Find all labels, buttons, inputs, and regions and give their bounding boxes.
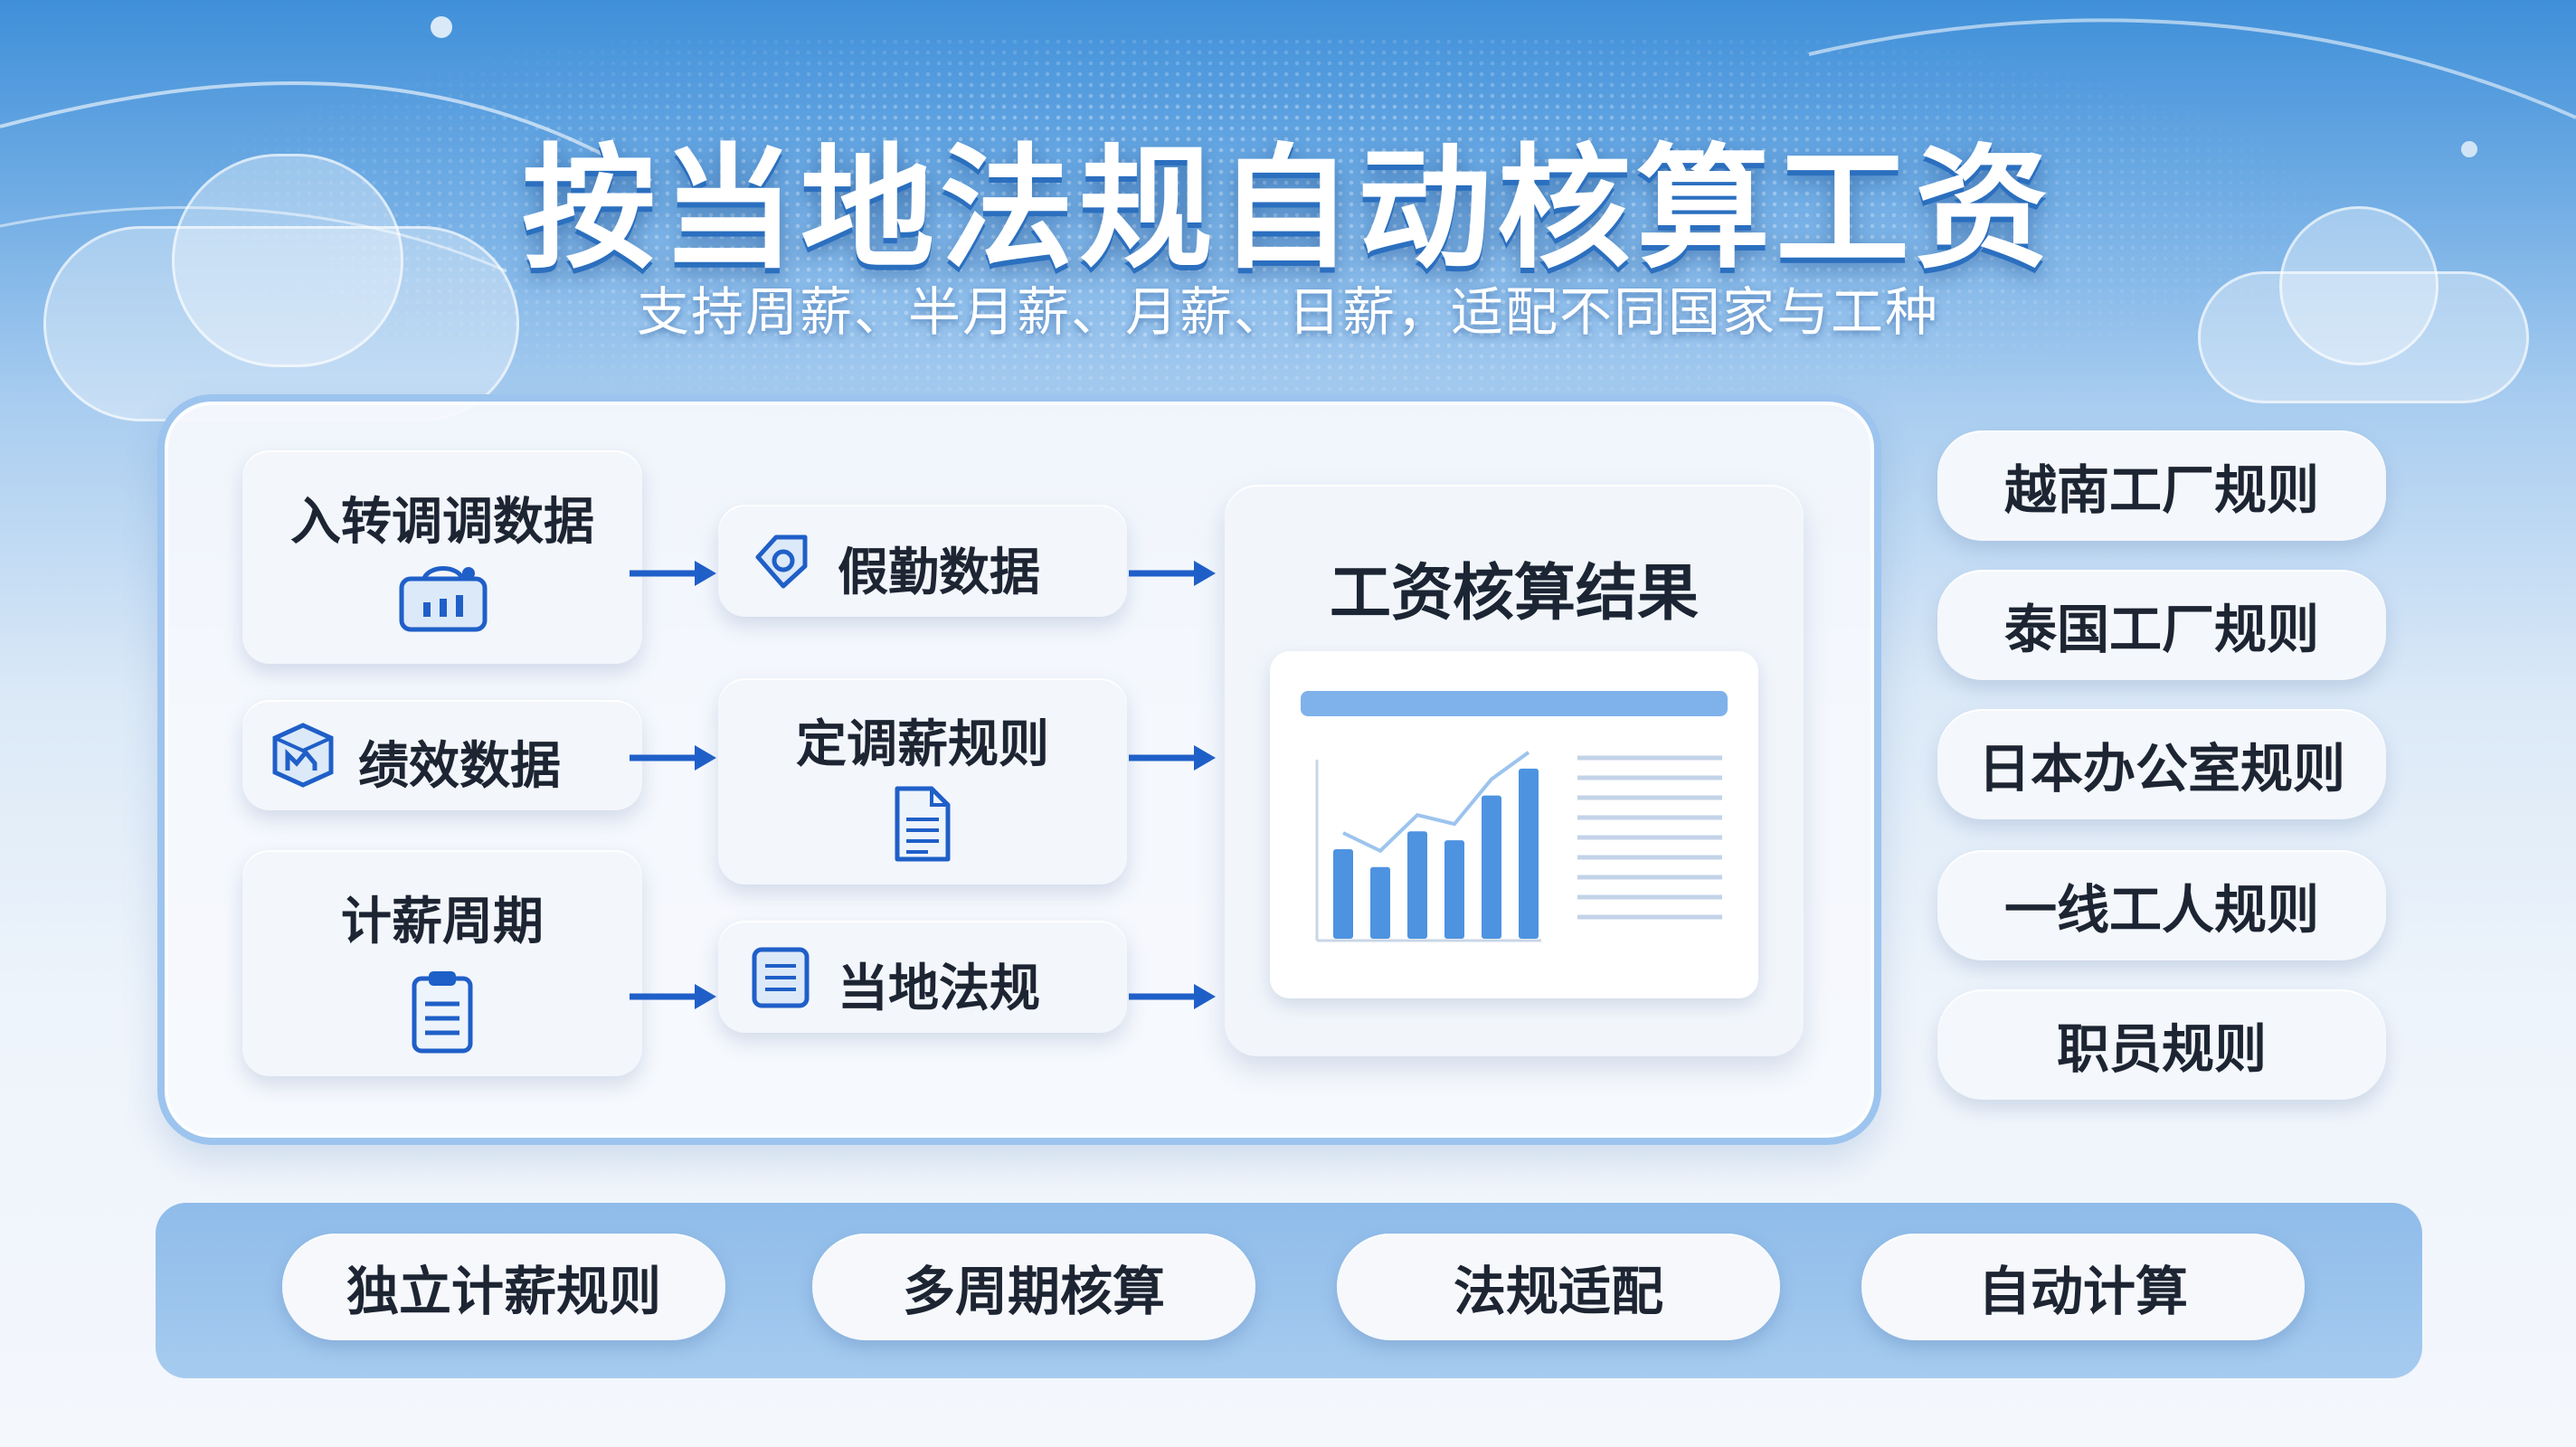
box-chart-icon xyxy=(272,723,334,788)
rule-japan-office[interactable]: 日本办公室规则 xyxy=(1937,709,2386,819)
input-label: 绩效数据 xyxy=(358,737,561,796)
rule-frontline-worker[interactable]: 一线工人规则 xyxy=(1937,850,2386,960)
page-subtitle: 支持周薪、半月薪、月薪、日薪，适配不同国家与工种 xyxy=(636,281,1939,343)
input-card-performance-data: 绩效数据 xyxy=(242,700,642,810)
middle-label: 当地法规 xyxy=(838,960,1040,1018)
arrow-icon xyxy=(630,561,716,586)
list-icon xyxy=(752,947,810,1008)
clipboard-icon xyxy=(412,971,473,1054)
chart-bar xyxy=(1519,768,1539,939)
arrow-icon xyxy=(1129,984,1216,1009)
payroll-result-card: 工资核算结果 xyxy=(1225,485,1804,1056)
input-card-pay-cycle: 计薪周期 xyxy=(242,850,642,1076)
feature-regulation-fit: 法规适配 xyxy=(1337,1234,1780,1340)
document-icon xyxy=(895,786,951,862)
feature-auto-calc: 自动计算 xyxy=(1861,1234,2305,1340)
rule-staff[interactable]: 职员规则 xyxy=(1937,989,2386,1100)
chart-bar xyxy=(1482,795,1501,939)
middle-card-local-regulations: 当地法规 xyxy=(718,921,1127,1033)
input-label: 计薪周期 xyxy=(341,893,544,951)
chart-bar xyxy=(1444,840,1464,939)
feature-independent-rules: 独立计薪规则 xyxy=(282,1234,725,1340)
feature-bar: 独立计薪规则 多周期核算 法规适配 自动计算 xyxy=(156,1203,2422,1378)
arrow-icon xyxy=(630,745,716,771)
input-card-transfer-data: 入转调调数据 xyxy=(242,450,642,664)
arrow-icon xyxy=(1129,561,1216,586)
result-chart-panel xyxy=(1270,651,1758,998)
rule-thailand-factory[interactable]: 泰国工厂规则 xyxy=(1937,570,2386,680)
chart-legend-lines xyxy=(1577,755,1722,920)
tag-icon xyxy=(755,534,808,589)
result-bar-chart xyxy=(1301,691,1728,942)
dashboard-icon xyxy=(399,566,488,632)
rule-vietnam-factory[interactable]: 越南工厂规则 xyxy=(1937,430,2386,541)
chart-bar xyxy=(1407,831,1427,939)
result-title: 工资核算结果 xyxy=(1329,558,1699,629)
feature-multi-cycle: 多周期核算 xyxy=(812,1234,1255,1340)
chart-bar xyxy=(1370,866,1390,939)
chart-trend-line xyxy=(1342,751,1530,854)
middle-card-salary-rules: 定调薪规则 xyxy=(718,678,1127,884)
input-label: 入转调调数据 xyxy=(290,493,594,552)
arrow-icon xyxy=(1129,745,1216,771)
middle-label: 定调薪规则 xyxy=(796,715,1049,774)
arrow-icon xyxy=(630,984,716,1009)
chart-header-bar xyxy=(1301,691,1728,716)
middle-card-attendance-data: 假勤数据 xyxy=(718,505,1127,617)
chart-bar xyxy=(1333,849,1353,939)
page-title: 按当地法规自动核算工资 xyxy=(522,131,2054,287)
middle-label: 假勤数据 xyxy=(838,544,1040,602)
